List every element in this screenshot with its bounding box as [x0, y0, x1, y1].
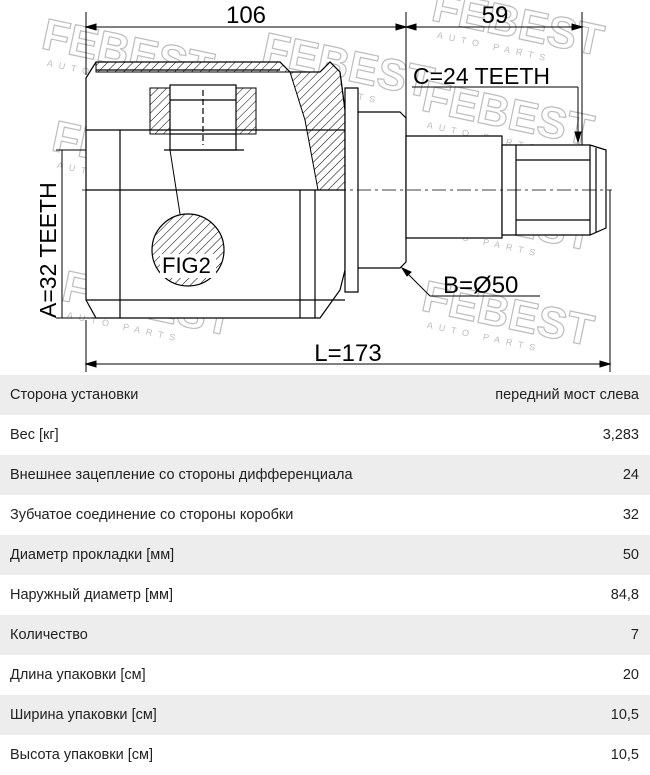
dim-59-label: 59 — [482, 2, 509, 29]
spec-label: Количество — [10, 627, 88, 643]
spec-label: Ширина упаковки [см] — [10, 707, 157, 723]
spec-value: 24 — [622, 467, 639, 483]
bearing-section — [164, 84, 244, 151]
spec-table: Сторона установки передний мост слева Вес… — [0, 375, 650, 775]
spec-row: Длина упаковки [см] 20 — [0, 655, 650, 695]
spec-row: Зубчатое соединение со стороны коробки 32 — [0, 495, 650, 535]
spec-value: 3,283 — [602, 427, 639, 443]
spec-row: Вес [кг] 3,283 — [0, 415, 650, 455]
spec-label: Сторона установки — [10, 387, 139, 403]
spec-value: 84,8 — [610, 587, 639, 603]
spec-value: 10,5 — [610, 707, 639, 723]
spec-label: Внешнее зацепление со стороны дифференци… — [10, 467, 353, 483]
fig2-detail: FIG2 — [151, 149, 225, 287]
spec-value: 32 — [622, 507, 639, 523]
c-teeth-label: C=24 TEETH — [413, 63, 550, 89]
dimension-lines — [56, 12, 612, 372]
spec-row: Внешнее зацепление со стороны дифференци… — [0, 455, 650, 495]
spec-value: 10,5 — [610, 747, 639, 763]
spec-value: 7 — [630, 627, 639, 643]
spec-row: Наружный диаметр [мм] 84,8 — [0, 575, 650, 615]
spec-label: Диаметр прокладки [мм] — [10, 547, 175, 563]
b-diameter-label: B=Ø50 — [443, 272, 518, 299]
spec-row: Количество 7 — [0, 615, 650, 655]
l-length-label: L=173 — [314, 340, 381, 367]
spec-row: Высота упаковки [см] 10,5 — [0, 735, 650, 775]
spec-row: Ширина упаковки [см] 10,5 — [0, 695, 650, 735]
dim-106-label: 106 — [226, 2, 266, 29]
spec-value: 50 — [622, 547, 639, 563]
a-teeth-label: A=32 TEETH — [35, 182, 61, 318]
spec-label: Наружный диаметр [мм] — [10, 587, 174, 603]
technical-drawing: FEBEST AUTO PARTS FEBEST AUTO PARTS FEBE… — [0, 0, 650, 375]
cv-joint-drawing-svg: FEBEST AUTO PARTS FEBEST AUTO PARTS FEBE… — [35, 0, 612, 372]
spec-row: Сторона установки передний мост слева — [0, 375, 650, 415]
spec-value: передний мост слева — [495, 387, 639, 403]
spec-label: Высота упаковки [см] — [10, 747, 154, 763]
spec-label: Вес [кг] — [10, 427, 59, 443]
spec-label: Длина упаковки [см] — [10, 667, 146, 683]
spec-label: Зубчатое соединение со стороны коробки — [10, 507, 294, 523]
fig2-label: FIG2 — [162, 253, 211, 278]
spec-row: Диаметр прокладки [мм] 50 — [0, 535, 650, 575]
spec-value: 20 — [622, 667, 639, 683]
